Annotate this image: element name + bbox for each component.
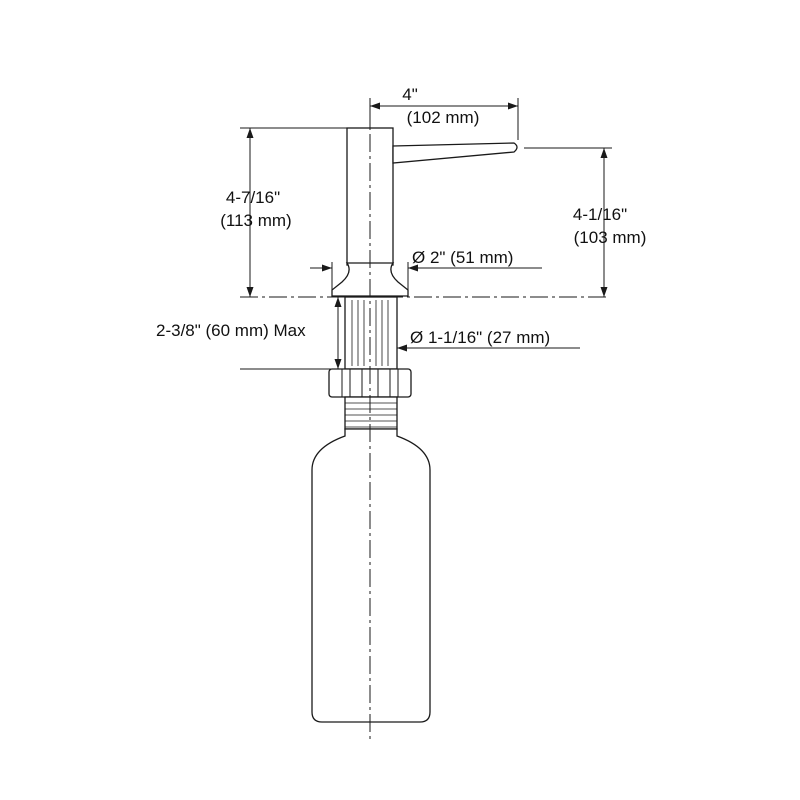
spout-height-inches: 4-1/16" (573, 205, 627, 224)
shank-diameter-label: Ø 1-1/16" (27 mm) (410, 328, 550, 347)
dispenser-head (331, 127, 518, 297)
lower-thread (344, 396, 398, 430)
spout-reach-mm: (102 mm) (407, 108, 480, 127)
threaded-shank (344, 296, 398, 370)
dimension-head-height: 4-7/16" (113 mm) (220, 127, 347, 297)
flange-diameter-label: Ø 2" (51 mm) (412, 248, 513, 267)
dimension-deck-thickness: 2-3/8" (60 mm) Max (156, 297, 345, 370)
dimension-spout-reach: 4" (102 mm) (369, 85, 519, 140)
head-height-mm: (113 mm) (220, 211, 291, 230)
spout-reach-inches: 4" (402, 85, 418, 104)
dimension-shank-diameter: Ø 1-1/16" (27 mm) (397, 328, 580, 352)
soap-bottle (311, 428, 431, 723)
deck-thickness-label: 2-3/8" (60 mm) Max (156, 321, 306, 340)
dimension-flange-diameter: Ø 2" (51 mm) (310, 248, 542, 294)
spout-height-mm: (103 mm) (574, 228, 647, 247)
head-height-inches: 4-7/16" (226, 188, 280, 207)
dimension-spout-height: 4-1/16" (103 mm) (524, 147, 647, 297)
